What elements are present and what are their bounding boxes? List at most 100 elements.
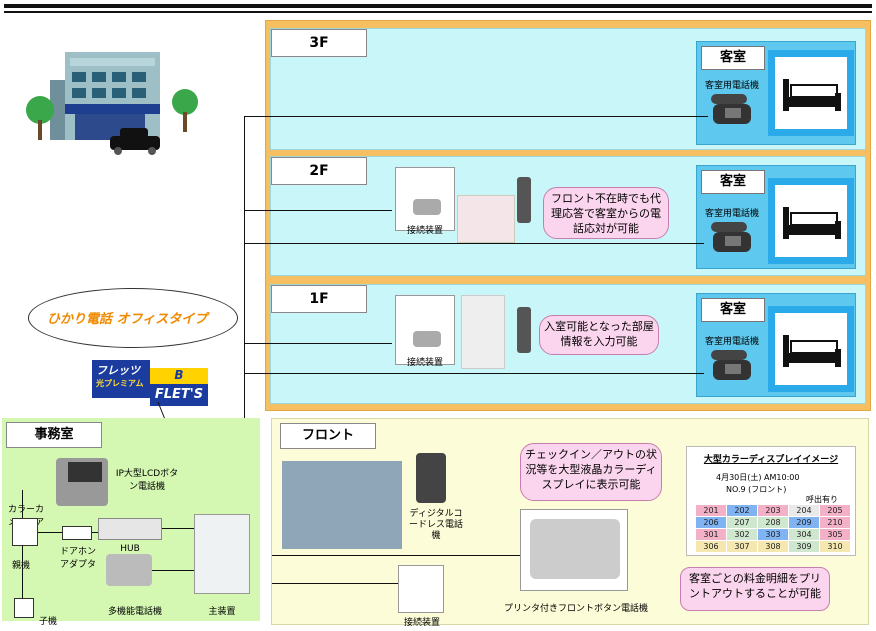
lcd-screen-icon (68, 462, 102, 482)
flets-logo: フレッツ 光プレミアム B FLET'S (92, 360, 210, 410)
display-room-cell: 310 (820, 541, 850, 552)
line-3f (244, 116, 708, 117)
main-device-icon (194, 514, 250, 594)
header-rule-thin (4, 11, 872, 13)
main-device-label: 主装置 (208, 607, 236, 617)
bed-icon (783, 335, 841, 367)
display-calling: 呼出有り (806, 495, 838, 504)
display-date: 4月30日(土) AM10:00 (716, 473, 800, 482)
flets-label: フレッツ (96, 364, 140, 377)
office-title: 事務室 (6, 422, 102, 448)
ip-lcd-phone-label: IP大型LCDボタン電話機 (115, 469, 179, 492)
display-room-cell: 205 (820, 505, 850, 516)
display-room-cell: 207 (727, 517, 757, 528)
bed-sign (768, 50, 854, 136)
doorphone-adapter-icon (62, 526, 92, 540)
printer-phone-icon (530, 519, 620, 579)
display-room-cell: 203 (758, 505, 788, 516)
room-1f: 客室 客室用電話機 (696, 293, 856, 397)
office-line (38, 532, 62, 533)
office-line (92, 532, 98, 533)
floor-1f: 1F 接続装置 入室可能となった部屋情報を入力可能 客室 客室用電話機 (270, 284, 866, 404)
main-unit-label: 親機 (11, 561, 30, 571)
connector-device-icon (413, 199, 441, 215)
guest-floors-area: 3F 客室 客室用電話機 2F 接続装置 フロント不在時でも代理応答で客室からの (265, 20, 871, 411)
header-rule-thick (4, 4, 872, 8)
hikari-label: ひかり電話 オフィスタイプ (47, 312, 208, 327)
display-room-cell: 208 (758, 517, 788, 528)
floor-3f: 3F 客室 客室用電話機 (270, 28, 866, 150)
office-line (22, 546, 23, 598)
room-phone-label: 客室用電話機 (704, 337, 759, 347)
display-room-cell: 201 (696, 505, 726, 516)
cordless-handset-icon (517, 307, 531, 353)
display-room-cell: 303 (758, 529, 788, 540)
flets-brand-label: FLET'S (150, 384, 208, 406)
hub-label: HUB (120, 544, 140, 554)
printer-phone-label: プリンタ付きフロントボタン電話機 (504, 604, 649, 614)
flets-b-label: B (150, 368, 208, 384)
display-no: NO.9 (フロント) (726, 485, 787, 494)
display-room-cell: 209 (789, 517, 819, 528)
hub-icon (98, 518, 162, 540)
connector-label: 接続装置 (406, 358, 443, 368)
floor-2f-label: 2F (271, 157, 367, 185)
room-phone-label: 客室用電話機 (704, 81, 759, 91)
hotel-building-icon (26, 52, 198, 155)
doorphone-adapter-label: ドアホンアダプタ (59, 547, 96, 570)
front-desk-area: フロント ディジタルコードレス電話機 チェックイン／アウトの状況等を大型液晶カラ… (271, 418, 869, 628)
trunk-line (244, 116, 245, 518)
camera-doorphone-icon (12, 518, 38, 546)
office-line (152, 570, 194, 571)
bed-sign (768, 306, 854, 392)
display-room-cell: 305 (820, 529, 850, 540)
floor-3f-label: 3F (271, 29, 367, 57)
cordless-phone-icon (416, 453, 446, 503)
line-2f-connector (244, 210, 392, 211)
display-room-cell: 304 (789, 529, 819, 540)
room-phone-label: 客室用電話機 (704, 209, 759, 219)
cordless-handset-icon (517, 177, 531, 223)
bed-sign (768, 178, 854, 264)
reception-illustration (282, 461, 402, 549)
room-phone-icon (711, 350, 751, 380)
display-room-cell: 306 (696, 541, 726, 552)
office-area: 事務室 IP大型LCDボタン電話機 カラーカメラドアホン ドアホンアダプタ HU… (2, 418, 260, 627)
display-room-cell: 206 (696, 517, 726, 528)
display-room-cell: 307 (727, 541, 757, 552)
callout-f2: フロント不在時でも代理応答で客室からの電話応対が可能 (543, 187, 669, 239)
display-room-cell: 309 (789, 541, 819, 552)
bed-icon (783, 207, 841, 239)
connector-device-icon (413, 331, 441, 347)
display-title: 大型カラーディスプレイイメージ (703, 455, 839, 465)
line-1f-connector (244, 343, 392, 344)
floor-2f: 2F 接続装置 フロント不在時でも代理応答で客室からの電話応対が可能 客室 客室… (270, 156, 866, 276)
bed-icon (783, 79, 841, 111)
front-connector-box (398, 565, 444, 613)
sub-unit-icon (14, 598, 34, 618)
cleaning-staff-illustration (461, 295, 505, 369)
callout-f1: 入室可能となった部屋情報を入力可能 (539, 315, 659, 355)
room-label: 客室 (701, 46, 765, 70)
room-3f: 客室 客室用電話機 (696, 41, 856, 145)
callout-front: チェックイン／アウトの状況等を大型液晶カラーディスプレイに表示可能 (520, 443, 662, 501)
sub-unit-label: 子機 (38, 617, 57, 627)
line-1f-room (244, 373, 704, 374)
hikari-cloud (28, 288, 238, 348)
room-phone-icon (711, 222, 751, 252)
flets-logo-left (92, 360, 150, 398)
multi-phone-icon (106, 554, 152, 586)
room-label: 客室 (701, 170, 765, 194)
front-line (272, 555, 520, 556)
multi-phone-label: 多機能電話機 (107, 607, 162, 617)
office-line (22, 490, 23, 518)
room-phone-icon (711, 94, 751, 124)
floor-1f-label: 1F (271, 285, 367, 313)
line-2f-room (244, 243, 704, 244)
cordless-label: ディジタルコードレス電話機 (408, 509, 463, 541)
front-connector-label: 接続装置 (403, 618, 440, 628)
callout-billing: 客室ごとの料金明細をプリントアウトすることが可能 (680, 567, 830, 611)
room-label: 客室 (701, 298, 765, 322)
connector-label: 接続装置 (406, 226, 443, 236)
